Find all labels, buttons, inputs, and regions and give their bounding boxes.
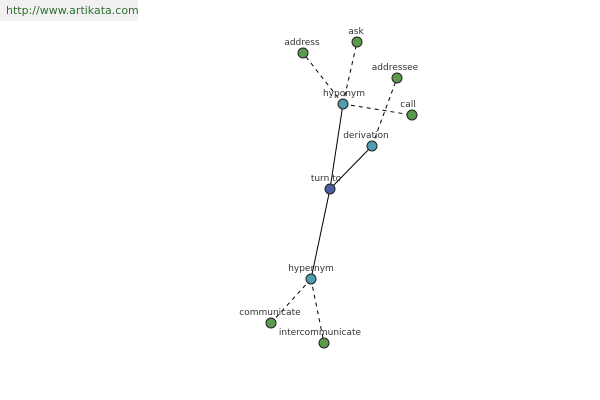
edge-turn-to-to-hyponym <box>329 103 344 190</box>
node-label-hypernym: hypernym <box>288 264 334 274</box>
node-derivation[interactable]: derivation <box>343 131 389 152</box>
node-communicate[interactable]: communicate <box>239 308 301 329</box>
node-hypernym[interactable]: hypernym <box>288 264 334 285</box>
source-url-watermark: http://www.artikata.com <box>0 0 139 21</box>
node-turn-to[interactable]: turn to <box>311 174 342 195</box>
node-label-derivation: derivation <box>343 131 389 141</box>
node-circle-communicate[interactable] <box>265 317 277 329</box>
node-label-address: address <box>284 38 320 48</box>
node-label-hyponym: hyponym <box>323 89 365 99</box>
node-call[interactable]: call <box>400 100 418 121</box>
edge-hyponym-to-call <box>342 103 413 116</box>
node-label-communicate: communicate <box>239 308 301 318</box>
node-label-intercommunicate: intercommunicate <box>279 328 362 338</box>
edge-turn-to-to-hypernym <box>310 188 331 280</box>
node-circle-call[interactable] <box>406 109 418 121</box>
node-hyponym[interactable]: hyponym <box>323 89 365 110</box>
edge-turn-to-to-derivation <box>329 145 373 190</box>
node-circle-hypernym[interactable] <box>305 273 317 285</box>
node-circle-turn-to[interactable] <box>324 183 336 195</box>
node-circle-intercommunicate[interactable] <box>318 337 330 349</box>
node-label-turn-to: turn to <box>311 174 342 184</box>
node-circle-address[interactable] <box>297 47 309 59</box>
edge-hyponym-to-address <box>302 52 344 105</box>
node-ask[interactable]: ask <box>348 27 364 48</box>
edge-hyponym-to-ask <box>342 41 358 105</box>
node-label-call: call <box>400 100 415 110</box>
edges-layer <box>270 41 413 344</box>
node-label-ask: ask <box>348 27 364 37</box>
edge-hypernym-to-communicate <box>270 278 312 324</box>
nodes-layer: turn to hyponym derivation hypernym address a… <box>239 27 419 349</box>
node-label-addressee: addressee <box>372 63 419 73</box>
node-circle-derivation[interactable] <box>366 140 378 152</box>
node-circle-hyponym[interactable] <box>337 98 349 110</box>
node-addressee[interactable]: addressee <box>372 63 419 84</box>
node-address[interactable]: address <box>284 38 320 59</box>
node-intercommunicate[interactable]: intercommunicate <box>279 328 362 349</box>
node-circle-ask[interactable] <box>351 36 363 48</box>
edge-hypernym-to-intercommunicate <box>310 278 325 344</box>
node-circle-addressee[interactable] <box>391 72 403 84</box>
